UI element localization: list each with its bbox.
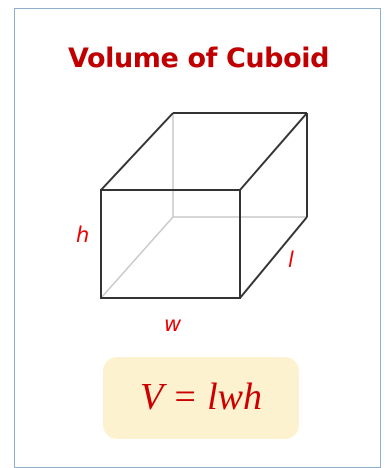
volume-formula: V = lwh [139,376,263,418]
width-label: w [164,312,182,336]
hidden-edge-depth-bottom-left [100,216,174,299]
front-face [100,189,241,299]
length-label: l [288,248,294,272]
edge-bottom-right-depth [239,216,308,299]
cuboid-diagram: h w l [76,112,308,336]
page-title: Volume of Cuboid [67,43,330,74]
height-label: h [76,223,89,247]
volume-card: Volume of Cuboid h w l V = lwh [14,8,381,468]
edge-top-right-depth [239,112,308,191]
edge-top-left-depth [100,112,174,191]
formula-box: V = lwh [103,357,299,439]
